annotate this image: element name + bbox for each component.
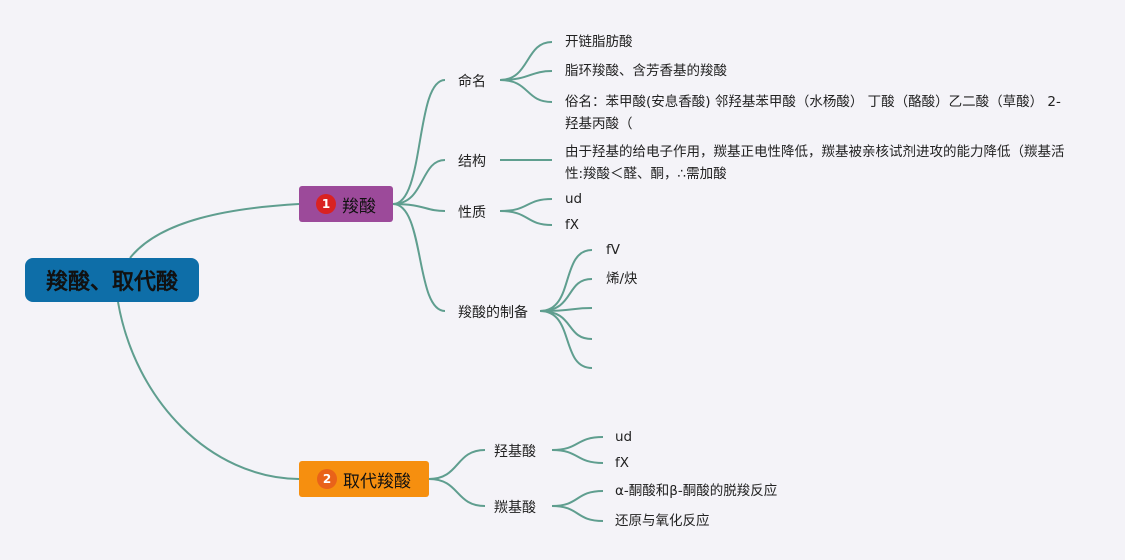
leaf-node[interactable]: 烯/炔 [606, 271, 638, 287]
root-node[interactable]: 羧酸、取代酸 [25, 258, 199, 302]
leaf-node[interactable]: fX [565, 217, 580, 233]
subtopic-structure[interactable]: 结构 [458, 154, 486, 170]
leaf-node[interactable]: 开链脂肪酸 [565, 34, 633, 50]
subtopic-carbonyl-acid[interactable]: 羰基酸 [494, 500, 536, 516]
subtopic-properties[interactable]: 性质 [458, 205, 486, 221]
priority-badge: 1 [316, 194, 336, 214]
leaf-node[interactable]: 还原与氧化反应 [615, 513, 710, 529]
branch-substituted-acid[interactable]: 2 取代羧酸 [299, 461, 429, 497]
branch-carboxylic-acid[interactable]: 1 羧酸 [299, 186, 393, 222]
leaf-node[interactable]: fX [615, 455, 630, 471]
branch-title: 取代羧酸 [343, 471, 411, 492]
leaf-node[interactable]: 俗名：苯甲酸(安息香酸) 邻羟基苯甲酸（水杨酸） 丁酸（酪酸）乙二酸（草酸） 2… [565, 94, 1061, 132]
priority-badge: 2 [317, 469, 337, 489]
leaf-node[interactable]: α-酮酸和β-酮酸的脱羧反应 [615, 483, 778, 499]
leaf-node[interactable]: ud [565, 191, 583, 207]
leaf-node[interactable]: 脂环羧酸、含芳香基的羧酸 [565, 63, 727, 79]
branch-title: 羧酸 [342, 196, 376, 217]
subtopic-hydroxy-acid[interactable]: 羟基酸 [494, 444, 536, 460]
subtopic-naming[interactable]: 命名 [458, 74, 486, 90]
leaf-node[interactable]: 由于羟基的给电子作用，羰基正电性降低，羰基被亲核试剂进攻的能力降低（羰基活性:羧… [565, 144, 1065, 182]
subtopic-preparation[interactable]: 羧酸的制备 [458, 305, 528, 321]
leaf-node[interactable]: ud [615, 429, 633, 445]
leaf-node[interactable]: fV [606, 242, 620, 258]
